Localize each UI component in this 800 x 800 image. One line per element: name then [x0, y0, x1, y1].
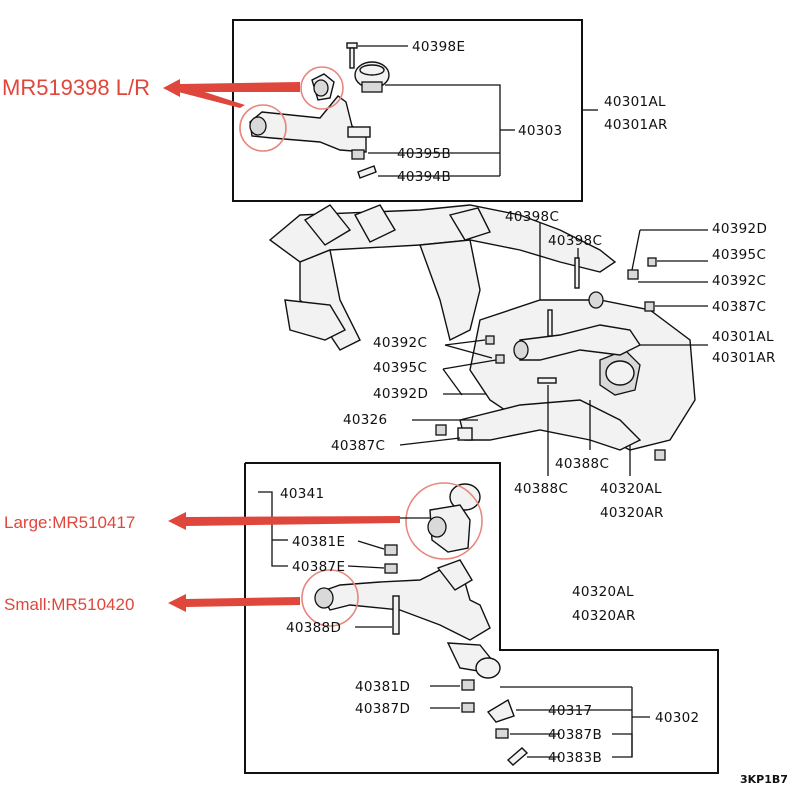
- label-40383B: 40383B: [548, 750, 602, 766]
- label-40317: 40317: [548, 703, 592, 719]
- callout-small-part-number: Small:MR510420: [4, 595, 134, 614]
- label-40398E: 40398E: [412, 39, 465, 55]
- label-40341: 40341: [280, 486, 324, 502]
- label-40388C-a: 40388C: [555, 456, 609, 472]
- diagram-code: 3KP1B7: [740, 773, 788, 786]
- label-40326: 40326: [343, 412, 387, 428]
- label-40395C-left: 40395C: [373, 360, 427, 376]
- washer-40387E-icon: [384, 563, 398, 574]
- highlight-upper-bushing-rear: [239, 104, 287, 152]
- label-40394B: 40394B: [397, 169, 451, 185]
- upper-ball-joint-icon: [354, 61, 390, 93]
- nut-40381D-icon: [461, 679, 475, 691]
- label-40392C-right: 40392C: [712, 273, 766, 289]
- label-40301AR-top: 40301AR: [604, 117, 668, 133]
- label-40387C-left: 40387C: [331, 438, 385, 454]
- label-40388D: 40388D: [286, 620, 341, 636]
- highlight-upper-bushing-front: [300, 66, 344, 110]
- callout-upper-part-number: MR519398 L/R: [2, 75, 150, 100]
- upper-arm-inset: 40398E 40303 40395B 40394B 40301AL 40301…: [232, 19, 668, 202]
- label-40387E: 40387E: [292, 559, 345, 575]
- label-40388C-b: 40388C: [514, 481, 568, 497]
- label-40320AL-low: 40320AL: [572, 584, 634, 600]
- callout-small-arrow: [168, 594, 300, 612]
- bolt-40398E-icon: [346, 42, 358, 69]
- lower-inset-frame: [244, 462, 719, 774]
- highlight-large-bushing: [405, 482, 483, 560]
- label-40381E: 40381E: [292, 534, 345, 550]
- label-40387D: 40387D: [355, 701, 410, 717]
- nut-40395B-icon: [351, 149, 365, 160]
- label-40301AL-mid: 40301AL: [712, 329, 774, 345]
- nut-40387B-icon: [495, 728, 509, 739]
- label-40387C-right: 40387C: [712, 299, 766, 315]
- label-40395C-right: 40395C: [712, 247, 766, 263]
- label-40398C-b: 40398C: [548, 233, 602, 249]
- label-40387B: 40387B: [548, 727, 602, 743]
- highlight-small-bushing: [301, 569, 359, 627]
- label-40398C-a: 40398C: [505, 209, 559, 225]
- label-40320AR-mid: 40320AR: [600, 505, 664, 521]
- bolt-40388D-icon: [392, 595, 400, 635]
- label-40320AL-mid: 40320AL: [600, 481, 662, 497]
- cotter-pin-40394B-icon: [357, 165, 377, 179]
- label-40392D-right: 40392D: [712, 221, 767, 237]
- label-40301AR-mid: 40301AR: [712, 350, 776, 366]
- label-40320AR-low: 40320AR: [572, 608, 636, 624]
- label-40303: 40303: [518, 123, 562, 139]
- label-40392D-left: 40392D: [373, 386, 428, 402]
- callout-upper-arrow: [163, 79, 300, 108]
- label-40302: 40302: [655, 710, 699, 726]
- boot-40317-icon: [486, 698, 515, 723]
- lower-control-arm-icon: [314, 483, 501, 679]
- label-40381D: 40381D: [355, 679, 410, 695]
- upper-control-arm-icon: [249, 73, 371, 153]
- label-40395B: 40395B: [397, 146, 451, 162]
- callout-large-part-number: Large:MR510417: [4, 513, 135, 532]
- nut-40381E-icon: [384, 544, 398, 556]
- callout-large-arrow: [168, 512, 400, 530]
- subframe-assembly: 40398C 40398C 40392D 40395C 40392C 40387…: [268, 204, 776, 521]
- cotter-pin-40383B-icon: [506, 747, 529, 766]
- washer-40387D-icon: [461, 702, 475, 713]
- label-40392C-left: 40392C: [373, 335, 427, 351]
- label-40301AL-top: 40301AL: [604, 94, 666, 110]
